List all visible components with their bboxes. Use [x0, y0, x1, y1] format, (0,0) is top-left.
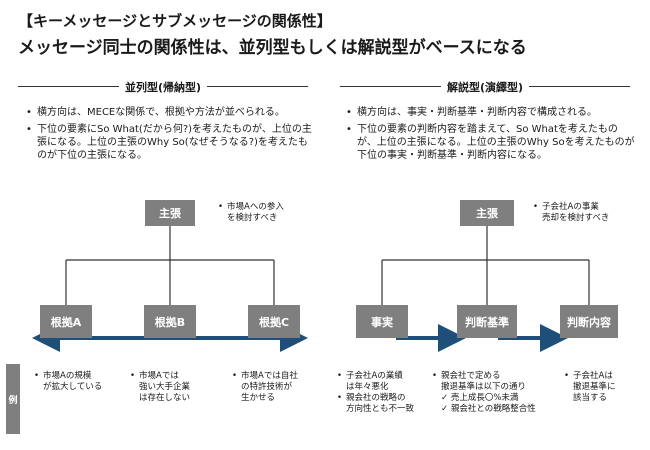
right-main-note: 子会社Aの事業 売却を検討すべき — [533, 202, 638, 224]
right-main-note-line-1: 子会社Aの事業 — [533, 202, 638, 213]
right-bullet-2: 下位の要素の判断内容を踏まえて、So Whatを考えたものが、上位の主張になる。… — [346, 123, 636, 162]
criteria-box: 判断基準 — [457, 305, 517, 338]
example-reason-a-line-1: 市場Aの規模 — [34, 371, 124, 382]
example-fact-1-line-1: 子会社Aの業績 — [337, 371, 427, 382]
left-main-claim-box: 主張 — [145, 200, 195, 226]
left-main-note-line-1: 市場Aへの参入 — [218, 202, 318, 213]
example-criteria-check-2: ✓ 親会社との戦略整合性 — [432, 404, 552, 415]
example-judgment-line-1: 子会社Aは — [564, 371, 644, 382]
example-fact: 子会社Aの業績 は年々悪化 親会社の戦略の 方向性とも不一致 — [337, 371, 427, 415]
example-tab: 例 — [6, 364, 20, 434]
check-icon: ✓ — [441, 404, 449, 414]
reason-c-box: 根拠C — [248, 305, 300, 338]
judgment-box: 判断内容 — [560, 305, 618, 338]
fact-box: 事実 — [356, 305, 408, 338]
left-bullet-2: 下位の要素にSo What(だから何?)を考えたものが、上位の主張になる。上位の… — [26, 123, 316, 162]
example-criteria-check-1: ✓ 売上成長〇%未満 — [432, 393, 552, 404]
example-reason-c-line-1: 市場Aでは自社 — [232, 371, 327, 382]
bracket-title: 【キーメッセージとサブメッセージの関係性】 — [18, 12, 332, 30]
example-reason-b-line-1: 市場Aでは — [130, 371, 220, 382]
example-fact-1-line-2: は年々悪化 — [346, 382, 389, 392]
example-reason-a-line-2: が拡大している — [43, 382, 103, 392]
left-section-label: 並列型(帰納型) — [118, 79, 208, 95]
left-description: 横方向は、MECEな関係で、根拠や方法が並べられる。 下位の要素にSo What… — [26, 106, 316, 166]
right-main-note-line-2: 売却を検討すべき — [542, 213, 610, 223]
page-title: メッセージ同士の関係性は、並列型もしくは解説型がベースになる — [18, 38, 527, 58]
example-reason-c: 市場Aでは自社 の特許技術が 生かせる — [232, 371, 327, 404]
example-reason-b-line-3: は存在しない — [139, 393, 191, 403]
example-judgment: 子会社Aは 撤退基準に 該当する — [564, 371, 644, 404]
reason-b-box: 根拠B — [144, 305, 196, 338]
example-criteria-line-2: 撤退基準は以下の通り — [441, 382, 527, 392]
left-main-note-line-2: を検討すべき — [227, 213, 278, 223]
reason-a-box: 根拠A — [40, 305, 92, 338]
right-bullet-1: 横方向は、事実・判断基準・判断内容で構成される。 — [346, 106, 636, 119]
example-reason-c-line-2: の特許技術が — [241, 382, 293, 392]
example-criteria: 親会社で定める 撤退基準は以下の通り ✓ 売上成長〇%未満 ✓ 親会社との戦略整… — [432, 371, 552, 415]
example-judgment-line-3: 該当する — [573, 393, 608, 403]
example-reason-b-line-2: 強い大手企業 — [139, 382, 191, 392]
example-fact-2-line-2: 方向性とも不一致 — [346, 404, 415, 414]
example-reason-c-line-3: 生かせる — [241, 393, 276, 403]
example-criteria-check-1-text: 売上成長〇%未満 — [450, 393, 519, 403]
right-section-label: 解説型(演繹型) — [440, 79, 530, 95]
example-criteria-line-1: 親会社で定める — [432, 371, 552, 382]
check-icon: ✓ — [441, 393, 449, 403]
left-bullet-1: 横方向は、MECEな関係で、根拠や方法が並べられる。 — [26, 106, 316, 119]
example-judgment-line-2: 撤退基準に — [573, 382, 616, 392]
example-reason-a: 市場Aの規模 が拡大している — [34, 371, 124, 393]
left-main-note: 市場Aへの参入 を検討すべき — [218, 202, 318, 224]
right-description: 横方向は、事実・判断基準・判断内容で構成される。 下位の要素の判断内容を踏まえて… — [346, 106, 636, 166]
right-main-claim-box: 主張 — [460, 200, 514, 226]
example-fact-2-line-1: 親会社の戦略の — [337, 393, 427, 404]
example-reason-b: 市場Aでは 強い大手企業 は存在しない — [130, 371, 220, 404]
example-criteria-check-2-text: 親会社との戦略整合性 — [450, 404, 536, 414]
